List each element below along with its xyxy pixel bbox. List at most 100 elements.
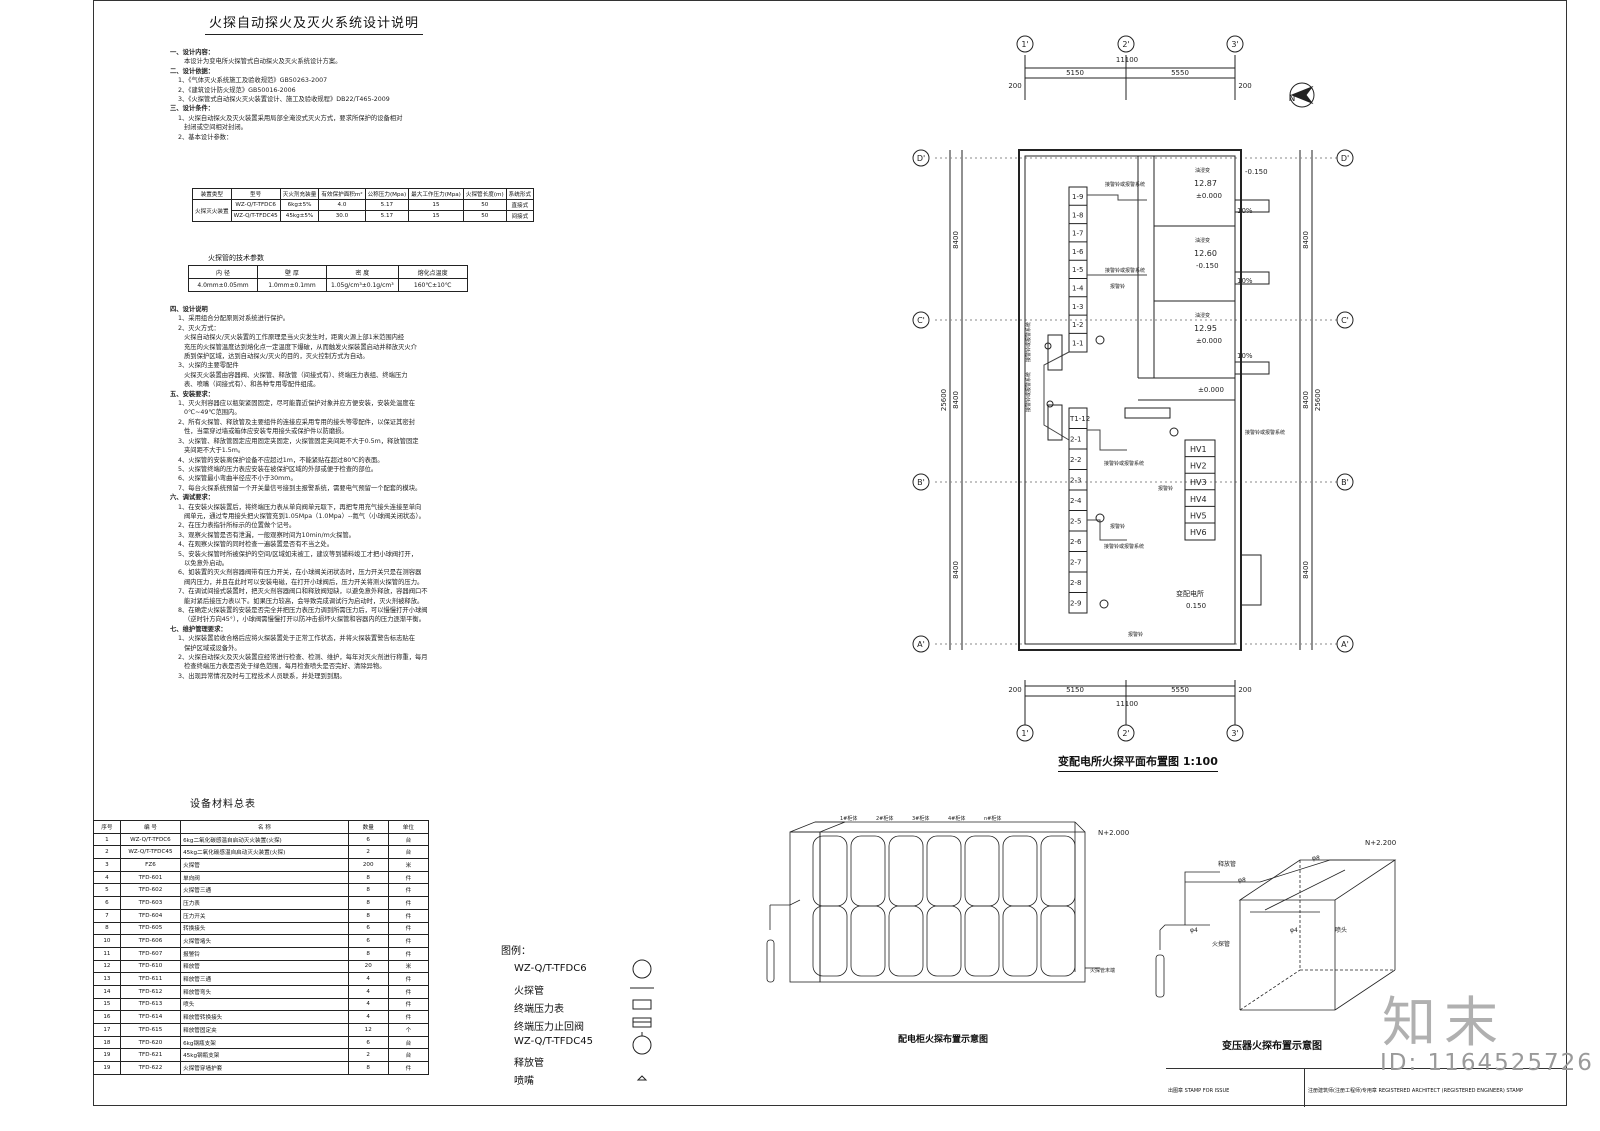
room-name: 油浸变	[1195, 312, 1210, 319]
note-line: 2、基本设计参数：	[178, 133, 233, 141]
cabinet-tube-loop	[926, 835, 962, 907]
tube-header: 内 径	[188, 265, 258, 279]
materials-cell: WZ-Q/T-TFDC45	[119, 845, 182, 860]
note-line: 封闭或空间相对封闭。	[184, 124, 247, 132]
room-elev: -0.150	[1196, 262, 1219, 270]
stamp-right: 注册建筑师(注册工程师)专用章 REGISTERED ARCHITECT (RE…	[1308, 1088, 1523, 1094]
cabinet-label: 1-2	[1072, 321, 1083, 329]
materials-cell: 单向阀	[180, 870, 349, 885]
note-line: 1、灭火剂容器应以瓶架紧固固定，尽可能靠近保护对象并应方便安装，安装处温度在	[178, 400, 415, 408]
materials-cell: 件	[387, 934, 430, 948]
materials-cell: TFD-601	[119, 870, 182, 885]
materials-cell: 8	[93, 921, 121, 936]
note-line: 4、在观察火探管的同时检查一遍装置是否有不当之处。	[178, 541, 334, 549]
materials-cell: 6	[93, 896, 121, 910]
note-line: 充压的火探管温度达到熔化点一定温度下爆破，从而触发火探装置启动并释放灭火介	[184, 343, 417, 351]
dim-height-r: 25600	[1314, 389, 1322, 411]
dim-edge: 200	[1008, 82, 1021, 90]
materials-cell: TFD-622	[119, 1061, 182, 1075]
materials-cell: TFD-612	[119, 984, 182, 999]
spec-cell: WZ-Q/T-TFDC6	[230, 199, 281, 211]
legend-gauge-icon	[632, 999, 652, 1010]
materials-header: 数量	[347, 820, 389, 834]
materials-cell: 火探管穿墙护套	[180, 1061, 349, 1075]
materials-cell: 件	[387, 1061, 430, 1075]
cabinet-label: 2-9	[1070, 600, 1081, 608]
materials-cell: 4	[347, 997, 389, 1012]
note-line: 夹间距不大于1.5m。	[184, 447, 245, 455]
materials-cell: 释放管三通	[180, 972, 349, 986]
materials-cell: 件	[387, 921, 430, 936]
room-name: 油浸变	[1195, 237, 1210, 244]
materials-cell: 报警铃	[180, 946, 349, 961]
axis-bubble	[1336, 473, 1354, 491]
materials-cell: 台	[387, 1048, 430, 1063]
materials-cell: 11	[93, 946, 121, 961]
legend-item: 释放管	[514, 1058, 544, 1069]
legend-symbols	[630, 959, 654, 1081]
axis-bubble	[1016, 724, 1034, 742]
materials-cell: 台	[387, 832, 430, 847]
axis-label: 3'	[1231, 729, 1238, 738]
cabinet-label: 1-5	[1072, 266, 1083, 274]
pipe-tag-6: 接警铃或报警系统	[1025, 372, 1032, 412]
materials-cell: 8	[347, 883, 389, 898]
materials-cell: 16	[93, 1010, 121, 1024]
spec-cell: 间接式	[505, 210, 535, 222]
note-line: 3、火探管、释放管固定应用固定夹固定，火探管固定夹间距不大于0.5m，释放管固定	[178, 437, 419, 445]
materials-header: 序号	[93, 820, 121, 834]
note-line: 1、采用组合分配原则对系统进行保护。	[178, 315, 290, 323]
materials-cell: 17	[93, 1023, 121, 1037]
materials-cell: TFD-621	[119, 1048, 182, 1063]
dim-edge-br: 200	[1238, 686, 1251, 694]
note-line: 以免意外启动。	[184, 559, 229, 567]
room-slope: 10%	[1237, 277, 1253, 285]
note-line: 2、灭火方式：	[178, 324, 220, 332]
note-line: 3、出现异常情况及时与工程技术人员联系，并处理到到期。	[178, 672, 346, 680]
stamp-bar: 出图章 STAMP FOR ISSUE 注册建筑师(注册工程师)专用章 REGI…	[1166, 1068, 1567, 1107]
materials-cell: 件	[387, 908, 430, 923]
note-line: 6、火探管最小弯曲半径应不小于30mm。	[178, 475, 297, 483]
materials-cell: 12	[93, 959, 121, 974]
dim-bay-3: 8400	[952, 561, 960, 579]
materials-cell: 7	[93, 908, 121, 923]
materials-cell: 2	[347, 1048, 389, 1063]
materials-cell: 火探管三通	[180, 883, 349, 898]
materials-cell: TFD-613	[119, 997, 182, 1012]
axis-label: C'	[917, 316, 925, 325]
materials-cell: 4	[347, 972, 389, 986]
note-line: 火探自动探火/灭火装置的工作原理是当火灾发生时，距离火源上部1米范围内经	[184, 334, 405, 342]
note-line: 火探灭火装置由容器阀、火探管、释放管（间接式有）、终端压力表组、终端压力	[184, 371, 408, 379]
legend-title: 图例：	[501, 946, 531, 957]
note-line: 8、在确定火探装置的安装是否完全并把压力表压力调到所需压力后，可以慢慢打开小球阀	[178, 607, 428, 614]
spec-cell: WZ-Q/T-TFDC45	[230, 210, 281, 222]
cabinet-unit-label: 2#柜体	[876, 815, 893, 822]
cabinet-title: 配电柜火探布置示意图	[898, 1035, 989, 1045]
spec-cell: 6kg±5%	[279, 199, 320, 211]
note-line: 2、在压力表指针所标示的位置做个记号。	[178, 522, 296, 530]
alarm-tag-2: 报警铃	[1110, 523, 1125, 530]
axis-bubble	[912, 311, 930, 329]
axis-bubble	[912, 149, 930, 167]
cabinet-tube-loop	[850, 905, 886, 977]
materials-cell: FZ6	[119, 858, 182, 872]
materials-cell: 2	[347, 845, 389, 860]
dim-bay-2: 8400	[952, 391, 960, 409]
dim-edge-b: 200	[1008, 686, 1021, 694]
pipe-tag-4: 接警铃或报警系统	[1104, 543, 1144, 550]
note-line: 0℃~49℃范围内。	[184, 409, 241, 417]
alarm-tag-3: 报警铃	[1158, 485, 1173, 492]
materials-cell: 12	[347, 1023, 389, 1037]
main-room-name: 变配电所	[1176, 589, 1204, 598]
note-line: 保护区域或设备外。	[184, 644, 241, 652]
spec-type: 火探灭火装置	[192, 199, 232, 222]
note-line: 能对紧后接压力表以下。如果压力较高，会导致完成调试行为启动时，灭火剂被释放。	[184, 597, 424, 605]
